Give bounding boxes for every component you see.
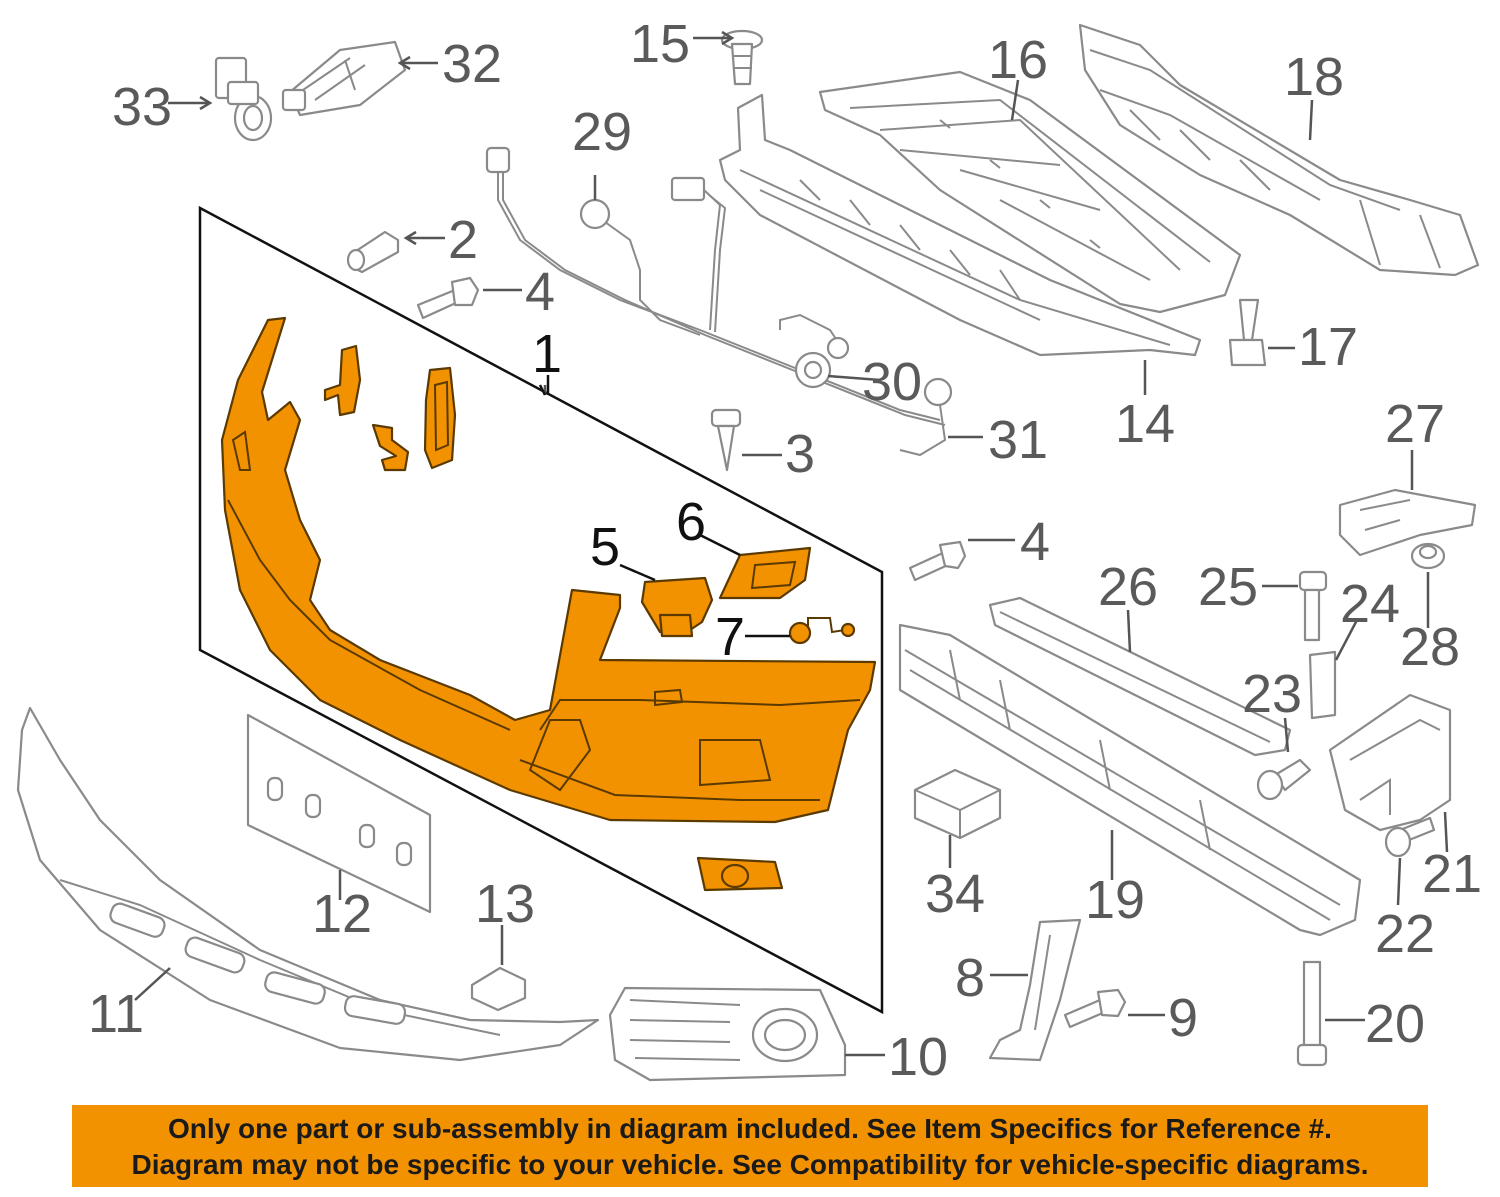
part-29-harness [485,146,946,426]
part-1-bracket-left [323,344,457,472]
callout-13: 13 [475,874,535,934]
part-22-bolt [1384,816,1436,858]
callout-8: 8 [955,948,985,1008]
callout-20: 20 [1365,994,1425,1054]
part-26-strip [988,596,1292,757]
part-23-bolt [1256,758,1312,801]
disclaimer-line-1: Only one part or sub-assembly in diagram… [168,1113,1332,1144]
callout-10: 10 [888,1027,948,1087]
disclaimer-banner: Only one part or sub-assembly in diagram… [72,1105,1428,1187]
callout-5: 5 [590,517,620,577]
callout-25: 25 [1198,557,1258,617]
part-20-bolt [1296,960,1328,1067]
part-14-lower-guide [718,93,1202,357]
part-34-module [913,768,1002,840]
part-16-air-guide [818,70,1242,314]
callout-6: 6 [676,492,706,552]
part-10-fog-grille [608,986,847,1082]
part-12-plate [246,713,432,914]
callout-14: 14 [1115,394,1175,454]
callout-23: 23 [1242,664,1302,724]
callout-24: 24 [1340,574,1400,634]
callouts: 33 32 15 16 18 29 2 4 1 17 30 14 31 3 27… [88,14,1482,1087]
callout-31: 31 [988,410,1048,470]
part-5-cover [640,576,714,638]
part-32-connector [281,40,407,117]
callout-21: 21 [1422,844,1482,904]
part-28-nut [1410,542,1446,570]
part-30-grommet [794,351,832,389]
callout-27: 27 [1385,394,1445,454]
callout-15: 15 [630,14,690,74]
part-27-bracket [1338,488,1477,557]
callout-19: 19 [1085,870,1145,930]
part-21-bracket [1328,693,1452,832]
part-9-bolt [1063,988,1127,1029]
part-31-connector [899,377,953,457]
callout-4b: 4 [1020,512,1050,572]
part-4-bolt-right [908,540,967,582]
callout-12: 12 [312,884,372,944]
callout-11: 11 [88,984,144,1044]
callout-34: 34 [925,864,985,924]
part-3-screw [710,408,742,472]
part-33-clip [214,56,273,142]
leader-lines [134,30,1449,1057]
part-8-bracket [988,918,1082,1062]
part-15-push-clip [720,29,764,86]
part-13-clip [470,966,527,1012]
callout-16: 16 [988,30,1048,90]
part-19-bar [898,623,1362,937]
callout-9: 9 [1168,988,1198,1048]
callout-18: 18 [1284,47,1344,107]
part-25-bolt [1298,570,1328,642]
callout-33: 33 [112,77,172,137]
callout-4a: 4 [525,262,555,322]
part-24-bracket [1308,650,1337,720]
callout-26: 26 [1098,557,1158,617]
callout-17: 17 [1298,317,1358,377]
part-6-cover [718,546,812,600]
part-1-sensor-bracket [696,856,784,892]
callout-32: 32 [442,34,502,94]
callout-7: 7 [715,607,745,667]
part-11-lower-spoiler [16,706,600,1062]
part-1-bumper-cover [220,316,877,824]
part-7-harness [788,617,856,645]
part-4-bolt-upper [416,276,480,320]
part-17-screw [1228,298,1267,367]
disclaimer-line-2: Diagram may not be specific to your vehi… [131,1149,1369,1180]
callout-1: 1 [532,324,562,384]
callout-30: 30 [862,352,922,412]
callout-2: 2 [448,210,478,270]
callout-28: 28 [1400,617,1460,677]
callout-3: 3 [785,424,815,484]
callout-29: 29 [572,102,632,162]
part-18-absorber [1078,23,1480,277]
part-2-bolt [346,230,400,274]
callout-22: 22 [1375,904,1435,964]
